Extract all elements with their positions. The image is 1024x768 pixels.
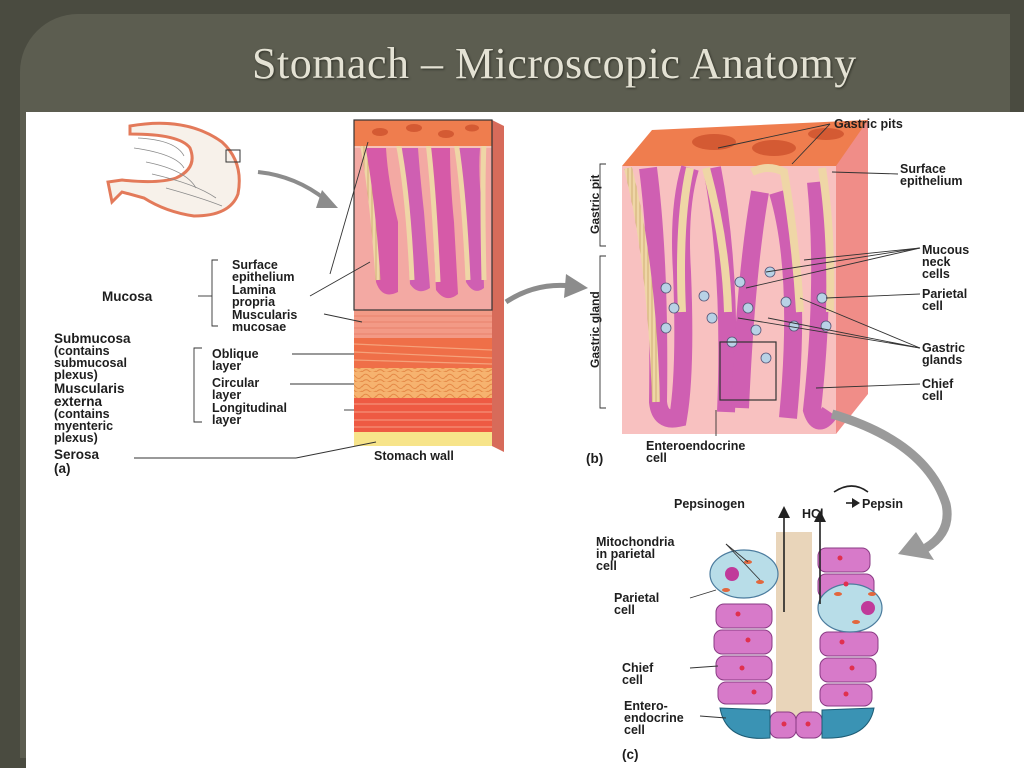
label-mitochondria-3: cell xyxy=(596,559,617,573)
label-lamina-propria-2: propria xyxy=(232,295,276,309)
diagram-area: Surface epithelium Lamina propria Muscul… xyxy=(26,112,1024,768)
label-panel-a: (a) xyxy=(54,461,71,476)
label-enteroendocrine-cell-c-3: cell xyxy=(624,723,645,737)
label-enteroendocrine-cell-b-2: cell xyxy=(646,451,667,465)
zoom-arrow-b xyxy=(504,282,573,305)
label-muscularis-externa-1: Muscularis xyxy=(54,381,125,396)
label-muscularis-note-3: plexus) xyxy=(54,431,98,445)
label-gastric-pits: Gastric pits xyxy=(834,117,903,131)
label-parietal-cell-c-2: cell xyxy=(614,603,635,617)
label-muscularis-externa-2: externa xyxy=(54,394,103,409)
gastric-gland-block xyxy=(622,120,868,434)
gland-cross-section xyxy=(709,532,883,739)
stomach-diagram xyxy=(106,119,952,739)
label-enteroendocrine-cell-c-2: endocrine xyxy=(624,711,684,725)
label-gastric-pit: Gastric pit xyxy=(588,174,602,234)
label-longitudinal-layer-2: layer xyxy=(212,413,242,427)
label-lamina-propria-1: Lamina xyxy=(232,283,276,297)
label-enteroendocrine-cell-b-1: Enteroendocrine xyxy=(646,439,746,453)
zoom-arrow-b-head xyxy=(564,274,588,298)
label-surface-epithelium-b-2: epithelium xyxy=(900,174,963,188)
mucosa-glands xyxy=(359,141,487,299)
label-panel-c: (c) xyxy=(622,747,639,762)
label-muscularis-note-1: (contains xyxy=(54,407,110,421)
zoom-arrow-a-head xyxy=(316,190,338,208)
stomach-wall-block xyxy=(353,119,504,452)
label-muscularis-mucosae-1: Muscularis xyxy=(232,308,298,322)
pepsin-arrow-head xyxy=(852,498,860,508)
label-mitochondria-1: Mitochondria xyxy=(596,535,675,549)
label-serosa: Serosa xyxy=(54,447,100,462)
slide-title: Stomach – Microscopic Anatomy xyxy=(252,39,857,88)
label-gastric-glands-1: Gastric xyxy=(922,341,966,355)
label-mitochondria-2: in parietal xyxy=(596,547,656,561)
label-circular-layer-1: Circular xyxy=(212,376,260,390)
label-chief-cell-c-2: cell xyxy=(622,673,643,687)
label-parietal-cell-c-1: Parietal xyxy=(614,591,660,605)
label-surface-epithelium-b-1: Surface xyxy=(900,162,946,176)
label-gastric-gland: Gastric gland xyxy=(588,291,602,368)
label-oblique-layer-2: layer xyxy=(212,359,242,373)
label-pepsin: Pepsin xyxy=(862,497,903,511)
label-muscularis-mucosae-2: mucosae xyxy=(232,320,287,334)
label-oblique-layer-1: Oblique xyxy=(212,347,259,361)
hcl-arrow-head xyxy=(814,510,826,522)
panel-c-leaders xyxy=(689,543,761,719)
label-submucosa-note-3: plexus) xyxy=(54,368,98,382)
label-mucous-neck-cells-2: neck xyxy=(922,255,951,269)
label-circular-layer-2: layer xyxy=(212,388,242,402)
label-submucosa-note-1: (contains xyxy=(54,344,110,358)
label-muscularis-note-2: myenteric xyxy=(54,419,114,433)
label-stomach-wall: Stomach wall xyxy=(374,449,454,463)
label-submucosa-note-2: submucosal xyxy=(54,356,127,370)
panel-b-leaders xyxy=(599,123,921,436)
zoom-arrow-a xyxy=(257,170,328,202)
label-mucous-neck-cells-3: cells xyxy=(922,267,950,281)
stomach-outline xyxy=(106,121,241,218)
label-panel-b: (b) xyxy=(586,451,604,466)
label-chief-cell-b-2: cell xyxy=(922,389,943,403)
label-pepsinogen: Pepsinogen xyxy=(674,497,745,511)
label-mucous-neck-cells-1: Mucous xyxy=(922,243,970,257)
label-enteroendocrine-cell-c-1: Entero- xyxy=(624,699,668,713)
zoom-arrow-c-head xyxy=(898,532,934,560)
zoom-arrow-c xyxy=(830,409,952,552)
label-gastric-glands-2: glands xyxy=(922,353,963,367)
label-parietal-cell-b-2: cell xyxy=(922,299,943,313)
label-chief-cell-c-1: Chief xyxy=(622,661,654,675)
label-mucosa: Mucosa xyxy=(102,289,153,304)
label-surface-epithelium-a-2: epithelium xyxy=(232,270,295,284)
label-hcl: HCl xyxy=(802,507,824,521)
label-longitudinal-layer-1: Longitudinal xyxy=(212,401,287,415)
label-submucosa: Submucosa xyxy=(54,331,131,346)
label-chief-cell-b-1: Chief xyxy=(922,377,954,391)
pepsinogen-arrow-head xyxy=(778,506,790,518)
panel-a-leaders xyxy=(134,141,377,459)
panel-c-arrows xyxy=(783,485,869,612)
label-parietal-cell-b-1: Parietal xyxy=(922,287,968,301)
label-surface-epithelium-a-1: Surface xyxy=(232,258,278,272)
